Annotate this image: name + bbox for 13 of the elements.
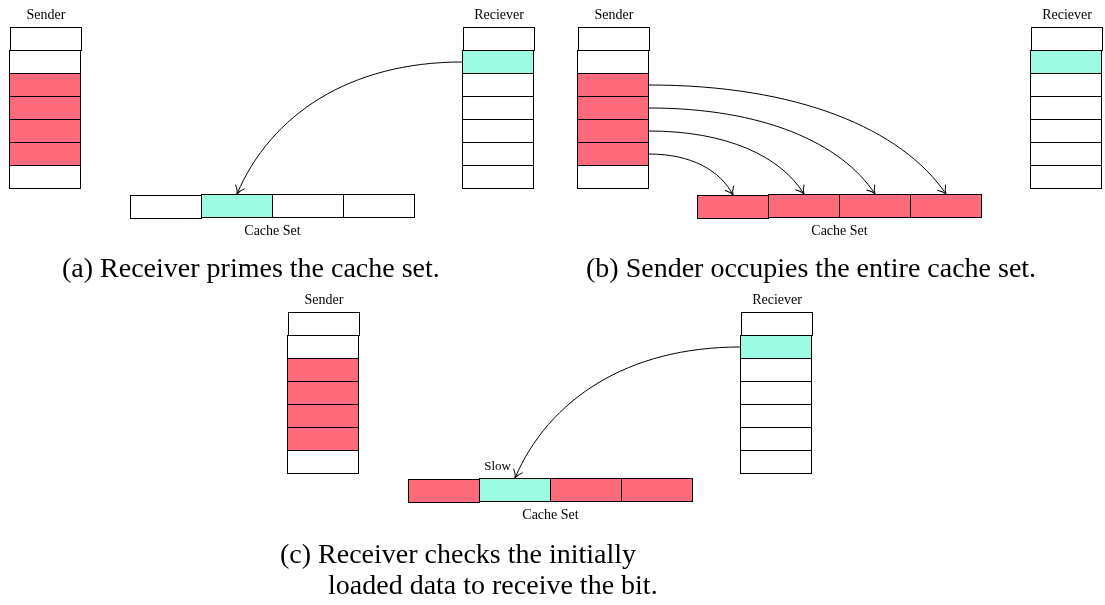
column-label: Sender [26,6,66,24]
figure-caption: (c) Receiver checks the initially loaded data to receive the bit. [280,538,659,600]
column-label: Reciever [474,6,524,24]
figure-caption: (b) Sender occupies the entire cache set. [586,252,1037,283]
column-label: Sender [304,291,344,309]
column-label: Reciever [1042,6,1092,24]
column-label: Reciever [752,291,802,309]
set-label: Cache Set [244,222,301,240]
edge-label: Slow [483,458,512,473]
set-label: Cache Set [811,222,868,240]
figure-caption: (a) Receiver primes the cache set. [62,252,440,283]
column-label: Sender [594,6,634,24]
set-label: Cache Set [522,506,579,524]
